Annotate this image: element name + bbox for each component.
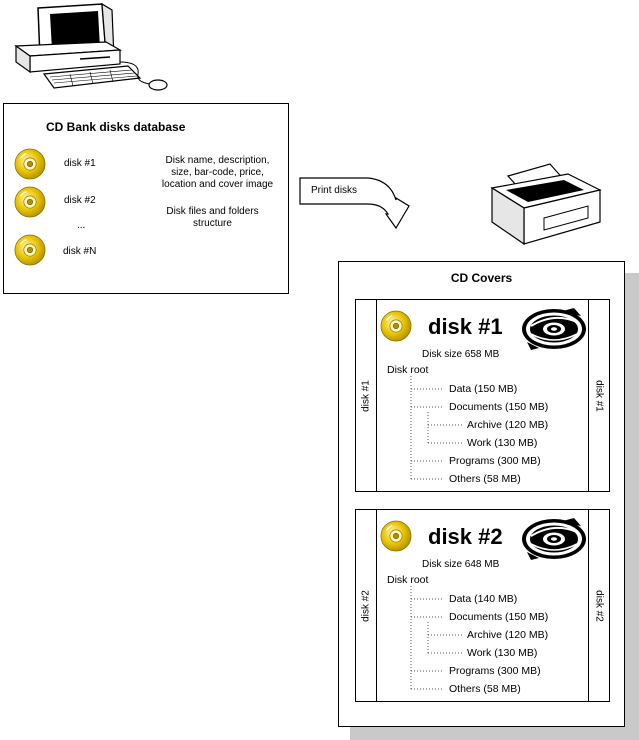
cover-spine-left: disk #2 bbox=[356, 510, 377, 701]
ellipsis-label: ... bbox=[77, 220, 86, 231]
tree-item: Programs (300 MB) bbox=[449, 665, 541, 677]
covers-title: CD Covers bbox=[450, 271, 513, 285]
tree-item: Programs (300 MB) bbox=[449, 455, 541, 467]
cover-spine-left: disk #1 bbox=[356, 300, 377, 491]
cd-cover: disk #1 disk #1 disk #1 Disk size 658 MB… bbox=[355, 299, 610, 492]
tree-item: Work (130 MB) bbox=[467, 647, 538, 659]
tree-root: Disk root bbox=[387, 364, 429, 376]
cd-icon bbox=[14, 148, 46, 180]
tree-root: Disk root bbox=[387, 574, 429, 586]
tree-item: Archive (120 MB) bbox=[467, 629, 549, 641]
tree-connectors bbox=[410, 376, 462, 480]
disk-structure-text: Disk files and folders structure bbox=[166, 206, 259, 229]
cover-spine-right: disk #2 bbox=[588, 510, 609, 701]
print-disks-label: Print disks bbox=[310, 185, 358, 196]
tree-item: Others (58 MB) bbox=[449, 473, 521, 485]
cd-icon bbox=[14, 186, 46, 218]
cd-cover: disk #2 disk #2 disk #2 Disk size 648 MB… bbox=[355, 509, 610, 702]
disk-size-text: Disk size 658 MB bbox=[422, 349, 500, 360]
disk-label: disk #N bbox=[63, 246, 97, 257]
tree-item: Others (58 MB) bbox=[449, 683, 521, 695]
tree-item: Documents (150 MB) bbox=[449, 611, 549, 623]
disk-size-text: Disk size 648 MB bbox=[422, 559, 500, 570]
cover-title: disk #1 bbox=[428, 314, 503, 339]
database-title: CD Bank disks database bbox=[46, 120, 186, 134]
cover-spine-right: disk #1 bbox=[588, 300, 609, 491]
tree-item: Archive (120 MB) bbox=[467, 419, 549, 431]
database-panel bbox=[3, 103, 289, 294]
tree-item: Data (140 MB) bbox=[449, 593, 518, 605]
printer-icon bbox=[490, 163, 602, 246]
disk-attributes-text: Disk name, description, size, bar-code, … bbox=[161, 155, 274, 190]
print-arrow bbox=[299, 177, 410, 230]
computer-icon bbox=[14, 2, 168, 91]
cover-title: disk #2 bbox=[428, 524, 503, 549]
tree-item: Data (150 MB) bbox=[449, 383, 518, 395]
cd-icon bbox=[14, 234, 46, 266]
disk-label: disk #2 bbox=[64, 195, 96, 206]
disk-label: disk #1 bbox=[64, 158, 96, 169]
tree-connectors bbox=[410, 586, 462, 690]
tree-item: Work (130 MB) bbox=[467, 437, 538, 449]
tree-item: Documents (150 MB) bbox=[449, 401, 549, 413]
